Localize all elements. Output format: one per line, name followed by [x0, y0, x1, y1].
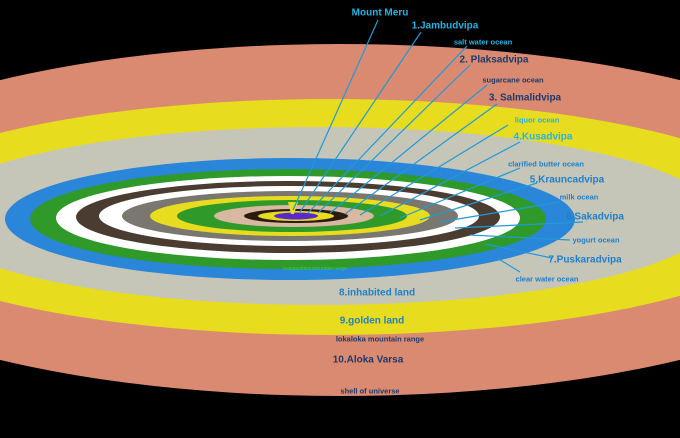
- label-aloka-varsa: 10.Aloka Varsa: [332, 354, 404, 366]
- label-krauncadvipa: 5.Krauncadvipa: [529, 174, 605, 186]
- jambudvipa-core: [274, 212, 318, 220]
- label-plaksadvipa: 2. Plaksadvipa: [459, 54, 529, 66]
- label-jambudvipa: 1.Jambudvipa: [411, 20, 479, 32]
- label-mount-meru: Mount Meru: [351, 7, 409, 19]
- label-puskaradvipa: 7.Puskaradvipa: [548, 254, 622, 266]
- label-kusadvipa: 4.Kusadvipa: [513, 131, 573, 143]
- label-sugarcane-ocean: sugarcane ocean: [482, 75, 544, 85]
- label-liquor-ocean: liquor ocean: [514, 115, 560, 125]
- label-shell-of-universe: shell of universe: [340, 386, 400, 396]
- label-salt-water-ocean: salt water ocean: [453, 37, 513, 47]
- label-salmalidvipa: 3. Salmalidvipa: [488, 92, 562, 104]
- label-inhabited-land: 8.inhabited land: [338, 287, 416, 299]
- label-yogurt-ocean: yogurt ocean: [572, 235, 620, 245]
- label-clarified-butter-ocean: clarified butter ocean: [508, 159, 584, 169]
- label-milk-ocean: milk ocean: [559, 192, 599, 202]
- label-golden-land: 9.golden land: [339, 315, 405, 327]
- label-sakadvipa: 6.Sakadvipa: [566, 211, 624, 223]
- label-clear-water-ocean: clear water ocean: [515, 274, 579, 284]
- leader-lines: [292, 19, 584, 273]
- label-manasottara: manasottara mountain range: [283, 266, 347, 272]
- label-lokaloka: lokaloka mountain range: [335, 334, 425, 344]
